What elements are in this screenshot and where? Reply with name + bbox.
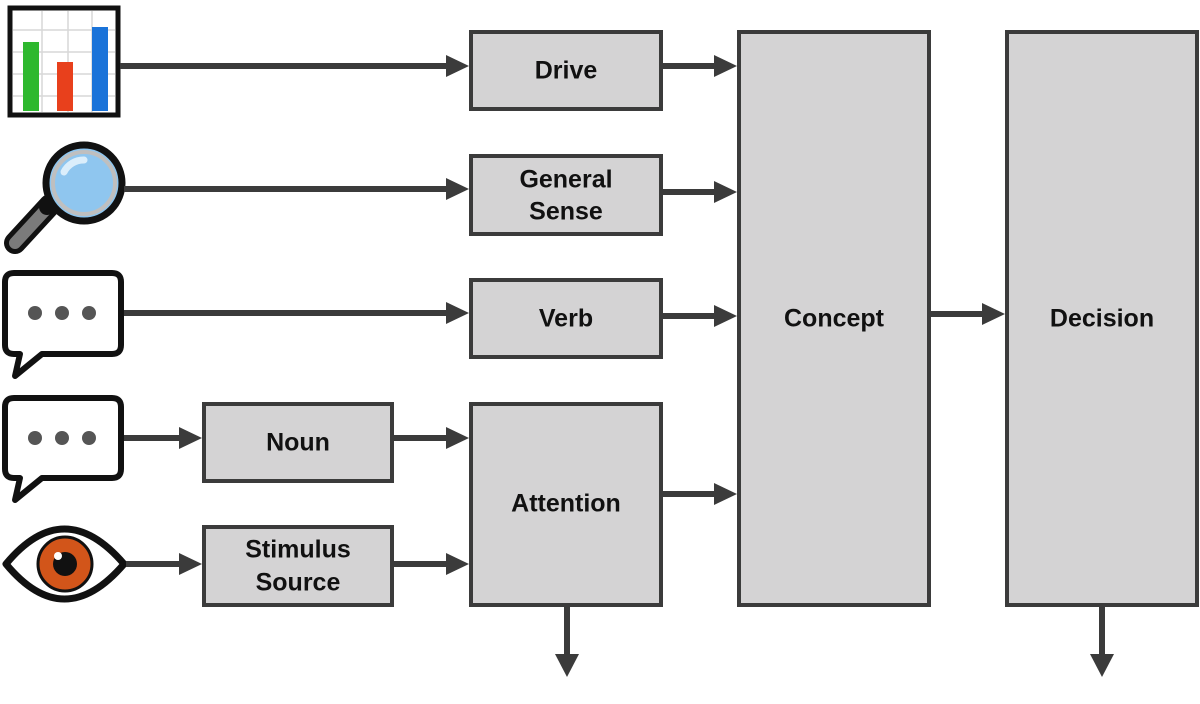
arrow-attention-output: [555, 606, 579, 677]
speech-bubble-icon: [2, 395, 124, 503]
box-drive: Drive: [469, 30, 663, 111]
arrow-magnifier-to-general-sense: [124, 178, 469, 200]
box-concept: Concept: [737, 30, 931, 607]
arrow-eye-to-stimulus-source: [126, 553, 202, 575]
arrow-verb-to-concept: [662, 305, 737, 327]
box-decision: Decision: [1005, 30, 1199, 607]
arrow-decision-output: [1090, 606, 1114, 677]
arrow-stimulus-source-to-attention: [393, 553, 469, 575]
bar-chart-icon: [7, 5, 121, 118]
box-label-attention: Attention: [511, 490, 621, 518]
box-label-drive: Drive: [535, 57, 598, 85]
box-general-sense: General Sense: [469, 154, 663, 236]
box-label-decision: Decision: [1050, 305, 1154, 333]
arrow-bubble-to-verb: [124, 302, 469, 324]
box-noun: Noun: [202, 402, 394, 483]
box-label-concept: Concept: [784, 305, 885, 333]
box-label-stimulus: Stimulus: [245, 536, 351, 564]
arrow-noun-to-attention: [393, 427, 469, 449]
magnifying-glass-icon: [4, 141, 126, 254]
arrow-chart-to-drive: [120, 55, 469, 77]
arrow-attention-to-concept: [662, 483, 737, 505]
box-label-general: General: [519, 166, 612, 194]
box-label-sense: Sense: [529, 198, 603, 226]
arrow-drive-to-concept: [662, 55, 737, 77]
arrow-concept-to-decision: [930, 303, 1005, 325]
box-stimulus-source: Stimulus Source: [202, 525, 394, 607]
eye-icon: [2, 525, 128, 603]
arrow-general-sense-to-concept: [662, 181, 737, 203]
speech-bubble-icon: [2, 270, 124, 379]
box-label-verb: Verb: [539, 305, 593, 333]
box-attention: Attention: [469, 402, 663, 607]
arrow-bubble-to-noun: [124, 427, 202, 449]
box-label-noun: Noun: [266, 429, 330, 457]
box-verb: Verb: [469, 278, 663, 359]
box-label-source: Source: [256, 569, 341, 597]
